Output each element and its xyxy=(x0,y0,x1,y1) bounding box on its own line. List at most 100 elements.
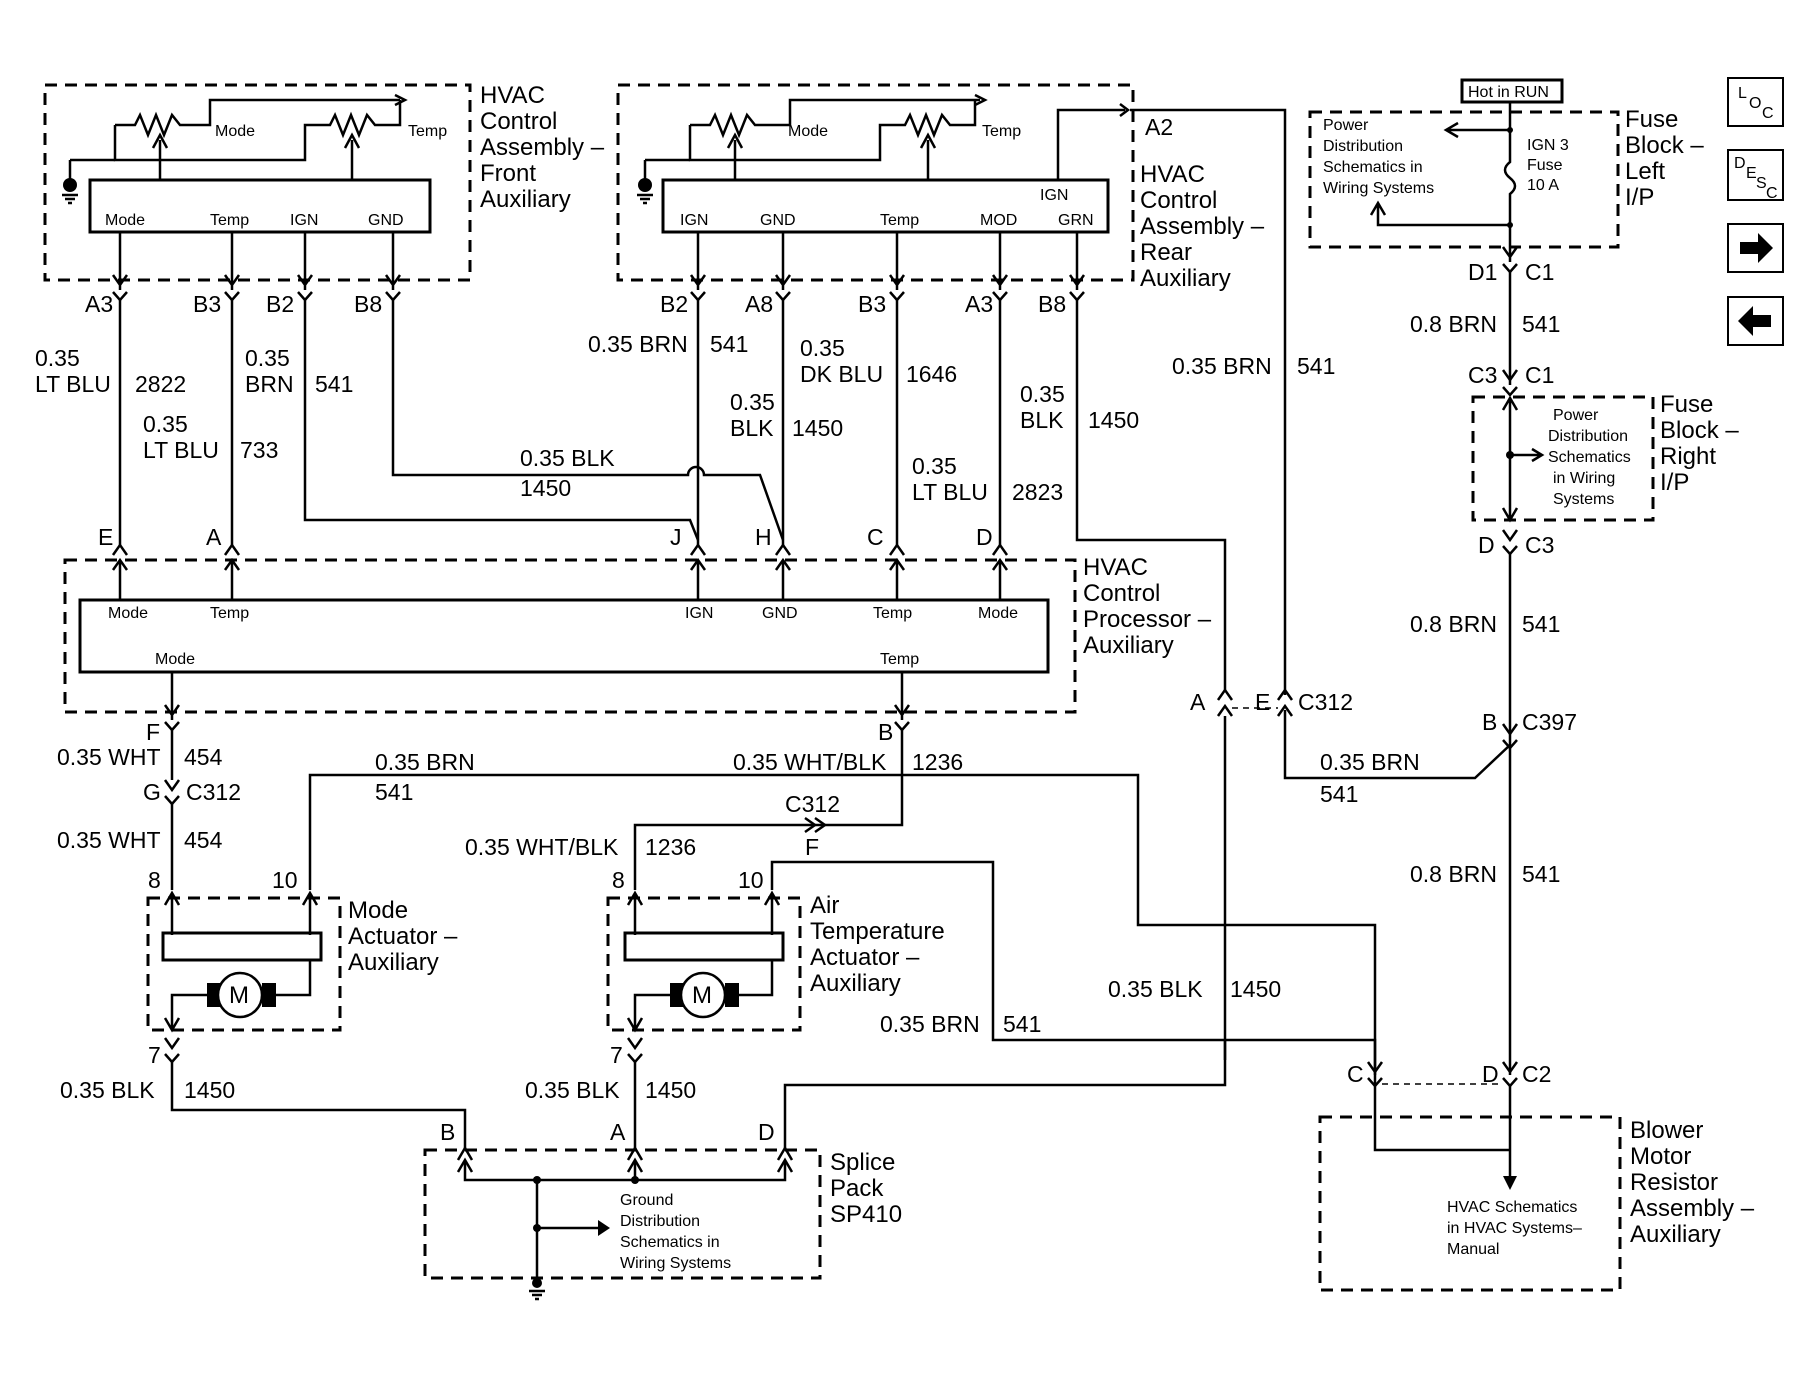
conn-d-sp: D xyxy=(758,1119,775,1145)
fuse-rating: 10 A xyxy=(1527,177,1559,194)
fl-note-2: Distribution xyxy=(1323,138,1403,155)
w-1646: 1646 xyxy=(906,361,957,387)
proc-pin-mode2: Mode xyxy=(978,605,1018,622)
w-541-e: 541 xyxy=(1003,1011,1041,1037)
loc-button[interactable]: L O C xyxy=(1727,77,1784,127)
bl-title-3: Resistor xyxy=(1630,1169,1718,1196)
bl-title-2: Motor xyxy=(1630,1143,1691,1170)
c312-f-connector: C312 F 0.35 WHT/BLK 1236 8 10 xyxy=(465,791,1377,1085)
w-brn035-c: 0.35 BRN xyxy=(1320,749,1420,775)
desc-button[interactable]: D E S C xyxy=(1727,149,1784,202)
w-035-b: 0.35 xyxy=(143,411,188,437)
conn-b2-rear: B2 xyxy=(660,291,688,317)
front-pin-gnd: GND xyxy=(368,212,404,229)
w-ltblu-f: LT BLU xyxy=(912,479,988,505)
w-733: 733 xyxy=(240,437,278,463)
svg-text:O: O xyxy=(1749,95,1761,112)
fr-title-4: I/P xyxy=(1660,469,1689,496)
fl-title-3: Left xyxy=(1625,158,1665,185)
conn-b3-rear: B3 xyxy=(858,291,886,317)
rear-temp-label: Temp xyxy=(982,123,1021,140)
fl-title-4: I/P xyxy=(1625,184,1654,211)
front-title-3: Assembly – xyxy=(480,134,605,161)
w-1236-b: 1236 xyxy=(645,834,696,860)
w-1450-d: 1450 xyxy=(792,415,843,441)
conn-c397: C397 xyxy=(1522,709,1577,735)
front-pin-temp: Temp xyxy=(210,212,249,229)
forward-arrow-button[interactable] xyxy=(1727,223,1784,273)
w-blk035-d: 0.35 BLK xyxy=(1108,976,1203,1002)
w-wht035-b: 0.35 WHT xyxy=(57,827,161,853)
front-pin-mode: Mode xyxy=(105,212,145,229)
w-541-lower: 541 xyxy=(1522,861,1560,887)
blower-motor-resistor: C D C2 HVAC Schematics in HVAC Systems– … xyxy=(1210,923,1755,1292)
proc-pin-ign: IGN xyxy=(685,605,713,622)
w-brn035-d: 0.35 BRN xyxy=(375,749,475,775)
mode-title-3: Auxiliary xyxy=(348,949,439,976)
rear-title-4: Rear xyxy=(1140,239,1192,266)
sp-note-3: Schematics in xyxy=(620,1234,720,1251)
fuse-word: Fuse xyxy=(1527,157,1563,174)
fl-note-3: Schematics in xyxy=(1323,159,1423,176)
proc-title-4: Auxiliary xyxy=(1083,632,1174,659)
rear-pin-temp: Temp xyxy=(880,212,919,229)
front-title-4: Front xyxy=(480,160,536,187)
conn-a2: A2 xyxy=(1145,114,1173,140)
proc-pin-temp2: Temp xyxy=(873,605,912,622)
forward-arrow-icon xyxy=(1740,233,1773,263)
fr-note-2: Distribution xyxy=(1548,428,1628,445)
fr-note-1: Power xyxy=(1553,407,1599,424)
sp-title-3: SP410 xyxy=(830,1201,902,1228)
conn-d1: D1 xyxy=(1468,259,1497,285)
w-541-c312: 541 xyxy=(1320,781,1358,807)
proc-pin-temp-bottom: Temp xyxy=(880,651,919,668)
bl-note-1: HVAC Schematics xyxy=(1447,1199,1577,1216)
air-temp-actuator: M Air Temperature Actuator – Auxiliary xyxy=(606,890,945,1033)
bl-title-1: Blower xyxy=(1630,1117,1703,1144)
fuse-name: IGN 3 xyxy=(1527,137,1569,154)
top-connectors: A3 B3 B2 B8 B2 A8 B3 A3 B8 xyxy=(85,232,1086,317)
w-brn035-a: 0.35 BRN xyxy=(588,331,688,357)
svg-text:L: L xyxy=(1738,85,1747,102)
pin-7-air: 7 xyxy=(610,1042,623,1068)
w-454-a: 454 xyxy=(184,744,223,770)
w-ltblu-b: LT BLU xyxy=(143,437,219,463)
fuse-link-wire: 0.8 BRN 541 C3 C1 xyxy=(1410,272,1560,397)
w-blk035-a: 0.35 BLK xyxy=(520,445,615,471)
fl-title-1: Fuse xyxy=(1625,106,1678,133)
rear-mode-label: Mode xyxy=(788,123,828,140)
conn-c312-top: C312 xyxy=(1298,689,1353,715)
w-blk035-c: 0.35 BLK xyxy=(525,1077,620,1103)
conn-a3-rear: A3 xyxy=(965,291,993,317)
hot-in-run: Hot in RUN xyxy=(1468,84,1549,101)
conn-c1-a: C1 xyxy=(1525,259,1554,285)
bl-title-5: Auxiliary xyxy=(1630,1221,1721,1248)
conn-c312-g: C312 xyxy=(186,779,241,805)
w-brn-c: BRN xyxy=(245,371,294,397)
front-title-2: Control xyxy=(480,108,557,135)
sp-note-1: Ground xyxy=(620,1192,673,1209)
back-arrow-button[interactable] xyxy=(1727,296,1784,346)
rear-title-2: Control xyxy=(1140,187,1217,214)
rear-pin-gnd: GND xyxy=(760,212,796,229)
conn-c3-b: C3 xyxy=(1525,532,1554,558)
conn-b3-front: B3 xyxy=(193,291,221,317)
w-whtblk035-b: 0.35 WHT/BLK xyxy=(465,834,619,860)
conn-g: G xyxy=(143,779,161,805)
bl-note-2: in HVAC Systems– xyxy=(1447,1220,1582,1237)
conn-a-sp: A xyxy=(610,1119,626,1145)
sp-title-1: Splice xyxy=(830,1149,895,1176)
w-541-c: 541 xyxy=(315,371,353,397)
fuse-block-left: Hot in RUN Power Distribution Schematics… xyxy=(1308,78,1704,285)
air-title-1: Air xyxy=(810,892,839,919)
proc-title-2: Control xyxy=(1083,580,1160,607)
fr-title-2: Block – xyxy=(1660,417,1739,444)
bl-title-4: Assembly – xyxy=(1630,1195,1755,1222)
conn-e-c312: E xyxy=(1255,689,1270,715)
mode-actuator: M Mode Actuator – Auxiliary xyxy=(146,890,458,1033)
w-wht035-a: 0.35 WHT xyxy=(57,744,161,770)
w-541-fl: 541 xyxy=(1522,311,1560,337)
hvac-control-processor: E A J H C D Mode Temp IGN GND Temp Mode … xyxy=(63,524,1212,732)
w-brn035-b: 0.35 BRN xyxy=(1172,353,1272,379)
conn-c: C xyxy=(867,524,884,550)
